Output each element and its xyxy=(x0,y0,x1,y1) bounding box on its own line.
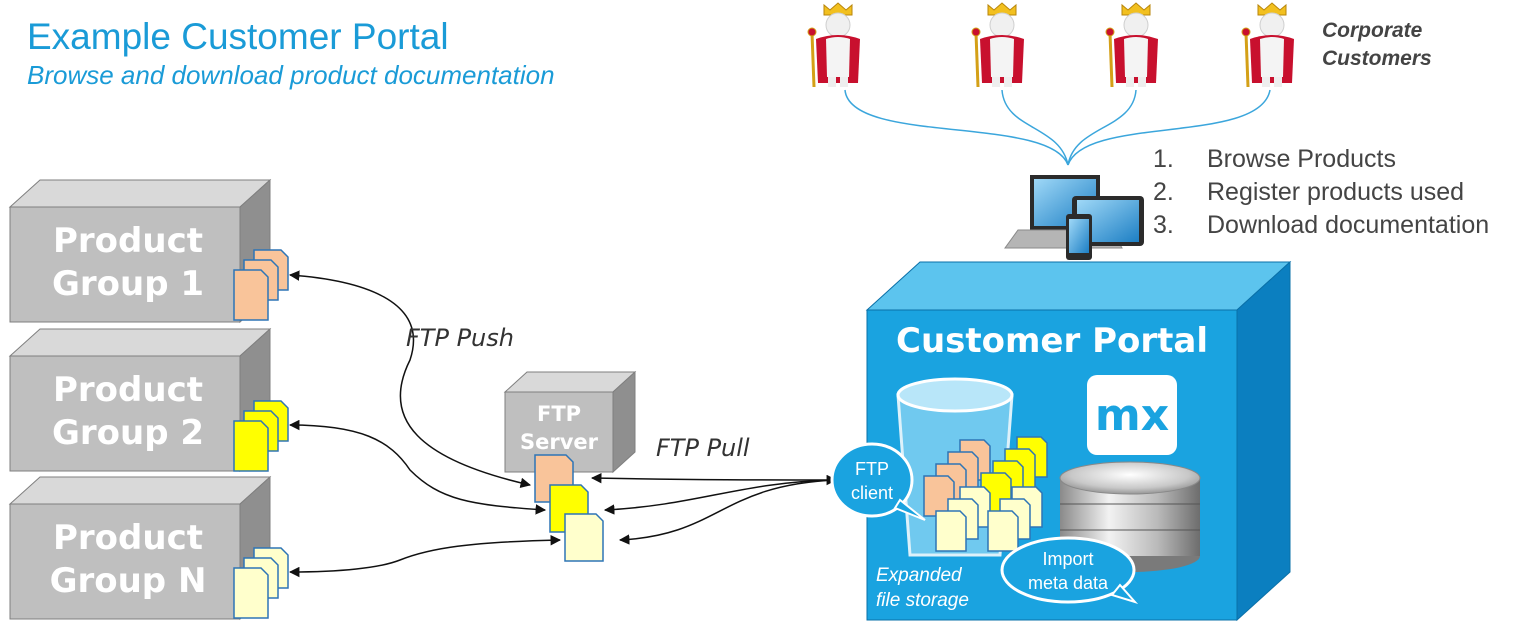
customer-figure-icon xyxy=(1105,2,1158,88)
customer-portal-title: Customer Portal xyxy=(896,321,1208,361)
storage-label-line2: file storage xyxy=(876,590,969,611)
database-icon xyxy=(1059,461,1201,572)
product-group-2-box: Product Group 2 xyxy=(8,327,272,473)
ftp-client-line2: client xyxy=(851,483,893,503)
documents-icon xyxy=(233,400,289,472)
documents-icon xyxy=(233,249,289,321)
mx-logo: mx xyxy=(1087,375,1177,455)
step-item: 3. Download documentation xyxy=(1153,211,1489,244)
step-item: 1. Browse Products xyxy=(1153,145,1489,178)
import-meta-line2: meta data xyxy=(1028,573,1109,593)
product-group-1-line1: Product xyxy=(53,221,203,261)
product-group-n-box: Product Group N xyxy=(8,475,272,621)
page-title: Example Customer Portal xyxy=(27,16,449,57)
steps-list: 1. Browse Products 2. Register products us… xyxy=(1153,145,1489,244)
ftp-documents-icon xyxy=(534,454,604,562)
product-group-n-line2: Group N xyxy=(50,561,207,601)
ftp-server-box: FTP Server xyxy=(503,370,637,474)
import-meta-data-bubble: Import meta data xyxy=(1000,536,1139,604)
step-number: 3. xyxy=(1153,211,1174,239)
step-item: 2. Register products used xyxy=(1153,178,1489,211)
step-number: 2. xyxy=(1153,178,1174,206)
ftp-push-label: FTP Push xyxy=(406,324,514,352)
customer-figure-icon xyxy=(971,2,1024,88)
customers-label-line1: Corporate xyxy=(1322,19,1423,42)
page-subtitle: Browse and download product documentatio… xyxy=(27,60,555,90)
documents-icon xyxy=(233,547,289,619)
import-meta-line1: Import xyxy=(1042,549,1093,569)
product-group-2-line1: Product xyxy=(53,370,203,410)
step-text: Download documentation xyxy=(1207,211,1490,239)
product-group-1-line2: Group 1 xyxy=(52,264,204,304)
ftp-pull-label: FTP Pull xyxy=(656,434,750,462)
ftp-push-arrows xyxy=(288,270,562,578)
product-group-1-box: Product Group 1 xyxy=(8,178,272,324)
step-number: 1. xyxy=(1153,145,1174,173)
mx-logo-text: mx xyxy=(1095,390,1169,441)
ftp-client-line1: FTP xyxy=(855,459,889,479)
customers-label-line2: Customers xyxy=(1322,47,1432,70)
product-group-n-line1: Product xyxy=(53,518,203,558)
product-group-2-line2: Group 2 xyxy=(52,413,204,453)
step-text: Register products used xyxy=(1207,178,1465,206)
customer-connector-lines xyxy=(844,89,1271,166)
customer-figure-icon xyxy=(1241,2,1294,88)
devices-icon xyxy=(1004,175,1144,260)
ftp-server-line1: FTP xyxy=(537,402,581,426)
customer-figure-icon xyxy=(807,2,860,88)
ftp-pull-arrows xyxy=(590,472,838,545)
storage-label-line1: Expanded xyxy=(876,565,963,586)
step-text: Browse Products xyxy=(1207,145,1396,173)
ftp-client-bubble: FTP client xyxy=(830,442,926,521)
customer-figures xyxy=(807,2,1294,88)
ftp-server-line2: Server xyxy=(520,430,599,454)
portal-documents-icon xyxy=(923,436,1048,552)
